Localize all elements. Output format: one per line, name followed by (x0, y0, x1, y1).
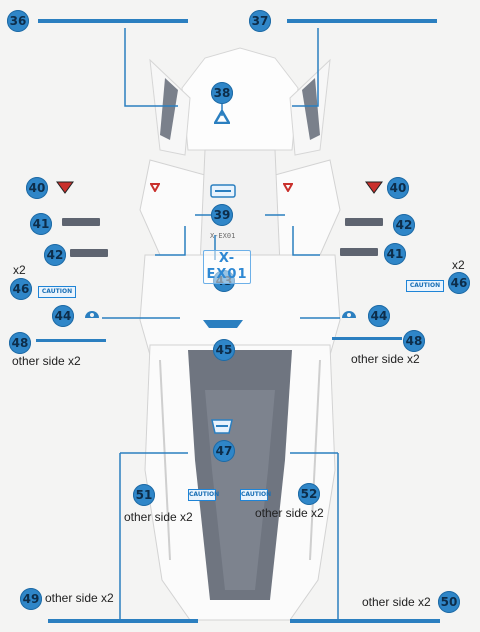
decal-40-left-small-red-icon (150, 183, 160, 192)
badge-42-left: 42 (44, 244, 66, 266)
badge-38: 38 (211, 82, 233, 104)
note-x2-right: x2 (452, 258, 465, 272)
decal-51-caution: CAUTION (188, 489, 219, 501)
badge-46-right: 46 (448, 272, 470, 294)
decal-43-x-label: X-EX01 (203, 250, 251, 284)
badge-40-right: 40 (387, 177, 409, 199)
decal-48-left-strip (36, 339, 106, 342)
decal-40-right-small-red-icon (283, 183, 293, 192)
decal-40-right-red-triangle-icon (365, 181, 383, 194)
decal-36-bar (38, 19, 188, 23)
decal-38-triangle-icon (214, 110, 230, 124)
decal-52-caution: CAUTION (240, 489, 271, 501)
decal-42-left-strip (70, 249, 108, 257)
badge-41-right: 41 (384, 243, 406, 265)
decal-48-right-strip (332, 337, 402, 340)
decal-39-emblem-icon (210, 184, 236, 198)
decal-50-bar (290, 619, 440, 623)
decal-49-bar (48, 619, 198, 623)
badge-40-left: 40 (26, 177, 48, 199)
badge-45: 45 (213, 339, 235, 361)
decal-41-left-strip (62, 218, 100, 226)
badge-49: 49 (20, 588, 42, 610)
note-other-side-48-right: other side x2 (351, 352, 420, 366)
badge-48-left: 48 (9, 332, 31, 354)
badge-46-left: 46 (10, 278, 32, 300)
decal-40-left-red-triangle-icon (56, 181, 74, 194)
badge-44-left: 44 (52, 305, 74, 327)
badge-42-right: 42 (393, 214, 415, 236)
note-other-side-48-left: other side x2 (12, 354, 81, 368)
decal-41-right-strip (340, 248, 378, 256)
badge-36: 36 (7, 10, 29, 32)
decal-44-right-dome-icon (342, 311, 356, 318)
leader-lines (102, 28, 340, 620)
badge-41-left: 41 (30, 213, 52, 235)
decal-42-right-strip (345, 218, 383, 226)
decal-46-right-caution: CAUTION (406, 280, 444, 292)
note-x2-left: x2 (13, 263, 26, 277)
badge-51: 51 (133, 484, 155, 506)
note-other-side-52: other side x2 (255, 506, 324, 520)
decal-46-left-caution: CAUTION (38, 286, 76, 298)
note-other-side-50: other side x2 (362, 595, 431, 609)
model-code-text: X-EX01 (210, 232, 236, 240)
decal-45-emblem-icon (203, 320, 243, 328)
decal-47-emblem-icon (211, 419, 233, 434)
badge-50: 50 (438, 591, 460, 613)
note-other-side-49: other side x2 (45, 591, 114, 605)
note-other-side-51: other side x2 (124, 510, 193, 524)
badge-37: 37 (249, 10, 271, 32)
decal-37-bar (287, 19, 437, 23)
decal-44-left-dome-icon (85, 311, 99, 318)
badge-48-right: 48 (403, 330, 425, 352)
armor-part (139, 47, 341, 621)
badge-39: 39 (211, 204, 233, 226)
badge-52: 52 (298, 483, 320, 505)
badge-47: 47 (213, 440, 235, 462)
badge-44-right: 44 (368, 305, 390, 327)
